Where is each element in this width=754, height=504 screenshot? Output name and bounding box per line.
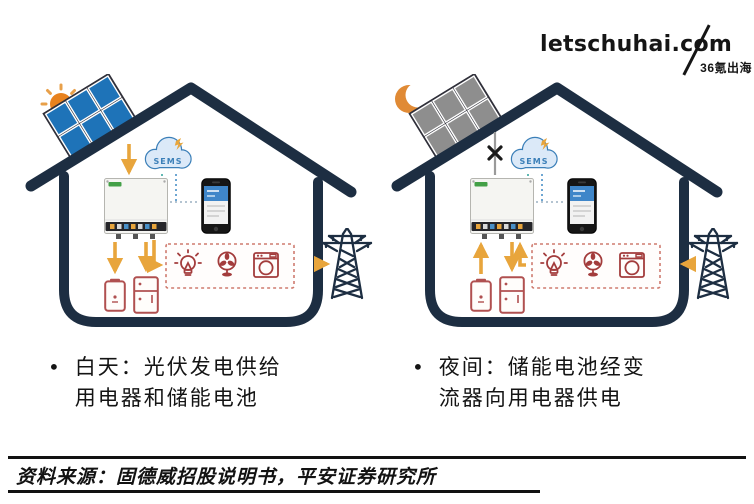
battery-icon [470, 278, 492, 312]
inverter-icon [470, 178, 534, 240]
day-caption-line1: 白天：光伏发电供给 [74, 355, 282, 379]
smartphone-icon [201, 178, 231, 234]
storage-battery-icon [133, 276, 159, 314]
house-body [59, 171, 323, 327]
night-caption-line2: 流器向用电器供电 [438, 386, 623, 410]
night-house-diagram: SEMS [391, 74, 739, 327]
storage-battery-icon [499, 276, 525, 314]
bullet-point: • [412, 355, 424, 379]
day-caption-line2: 用电器和储能电池 [74, 386, 259, 410]
bullet-point: • [48, 355, 60, 379]
smartphone-icon [567, 178, 597, 234]
sems-cloud-icon: SEMS [510, 136, 558, 170]
day-caption: • 白天：光伏发电供给 用电器和储能电池 [48, 352, 282, 414]
no-solar-x-mark [487, 145, 503, 161]
house-roof [25, 82, 357, 198]
appliances-feed-arrow [511, 241, 529, 267]
site-logo: letschuhai.com 36氪出海 [540, 24, 752, 78]
appliance-box [165, 243, 295, 289]
power-tower-icon [687, 228, 739, 300]
cloud-label: SEMS [154, 157, 183, 166]
footer-divider-bottom [8, 490, 540, 493]
inverter-icon [104, 178, 168, 240]
battery-icon [104, 278, 126, 312]
logo-sub-brand-text: 36氪出海 [700, 61, 752, 75]
source-attribution: 资料来源：固德威招股说明书，平安证券研究所 [16, 467, 437, 488]
night-caption: • 夜间：储能电池经变 流器向用电器供电 [412, 352, 646, 414]
footer-divider-top [8, 456, 746, 459]
house-body [425, 171, 689, 327]
inverter-to-appliances-arrow [146, 240, 164, 274]
day-house-diagram: SEMS [25, 74, 373, 327]
night-caption-line1: 夜间：储能电池经变 [438, 355, 646, 379]
cloud-label: SEMS [520, 157, 549, 166]
appliance-box [531, 243, 661, 289]
sems-cloud-icon: SEMS [144, 136, 192, 170]
power-tower-icon [321, 228, 373, 300]
house-roof [391, 82, 723, 198]
